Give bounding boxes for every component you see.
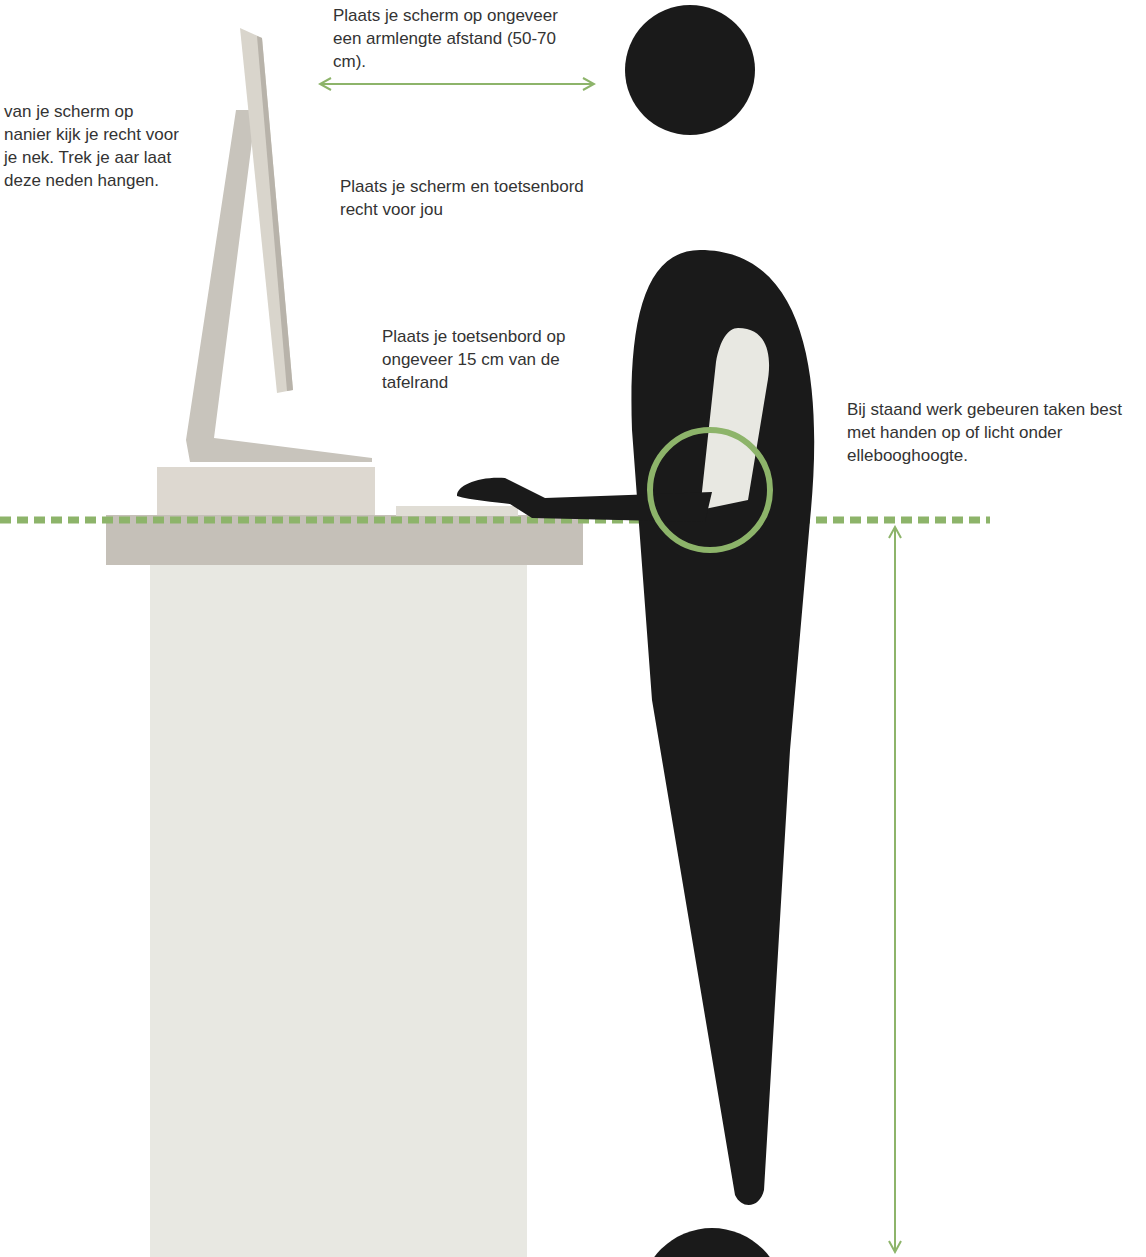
desk-pedestal: [150, 565, 527, 1257]
distance-arrow: [320, 83, 594, 85]
height-arrow: [894, 527, 896, 1252]
monitor-riser: [157, 467, 375, 515]
distance-note: Plaats je scherm op ongeveer een armleng…: [333, 4, 583, 73]
forearm: [457, 478, 712, 522]
elbow-circle: [650, 430, 770, 550]
elbow-height-line: [0, 517, 990, 524]
keyboard-note: Plaats je toetsenbord op ongeveer 15 cm …: [382, 325, 597, 394]
placement-note: Plaats je scherm en toetsenbord recht vo…: [340, 175, 602, 221]
height-note: Bij staand werk gebeuren taken best met …: [847, 398, 1137, 467]
monitor-screen: [240, 28, 293, 393]
keyboard: [396, 506, 518, 516]
person-body: [631, 250, 814, 1205]
person-head: [625, 5, 755, 135]
next-figure-head: [640, 1228, 784, 1257]
note-text: van je scherm op nanier kijk je recht vo…: [4, 100, 184, 192]
monitor-edge: [257, 36, 293, 391]
upper-arm: [700, 328, 769, 510]
